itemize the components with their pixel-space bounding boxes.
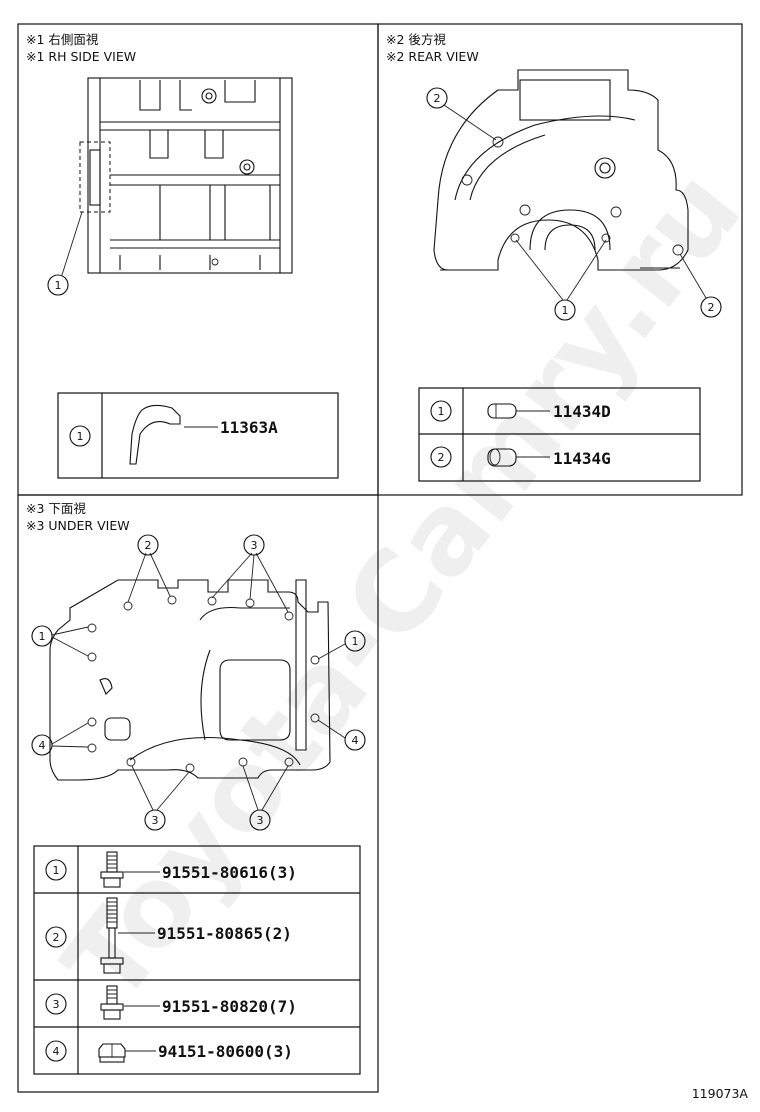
under-callout-3-bottom-right: 3 (242, 765, 289, 831)
under-oil-pan-drawing (49, 579, 331, 781)
svg-text:4: 4 (39, 739, 46, 752)
under-caption-jp: ※3 下面視 (26, 501, 86, 516)
rh-side-legend-table: 1 11363A (57, 392, 339, 479)
part-number: 91551-80616(3) (162, 863, 297, 882)
svg-text:4: 4 (53, 1045, 60, 1058)
rh-side-caption-jp: ※1 右側面視 (26, 32, 99, 47)
svg-text:3: 3 (257, 814, 264, 827)
svg-text:3: 3 (152, 814, 159, 827)
rh-side-engine-block-drawing (79, 77, 293, 274)
svg-text:2: 2 (53, 931, 60, 944)
part-number: 11434D (553, 402, 611, 421)
svg-text:3: 3 (251, 539, 258, 552)
part-number: 94151-80600(3) (158, 1042, 293, 1061)
under-callout-2-top: 2 (127, 534, 171, 603)
svg-text:2: 2 (438, 451, 445, 464)
svg-text:1: 1 (55, 279, 62, 292)
rh-side-view-panel: ※1 右側面視 ※1 RH SIDE VIEW 1 (26, 32, 339, 479)
bearing-cap-part-icon (129, 404, 181, 465)
rear-callout-2-right: 2 (679, 253, 722, 318)
svg-text:3: 3 (53, 998, 60, 1011)
under-callout-4-left: 4 (31, 722, 89, 756)
rear-engine-block-drawing (433, 69, 689, 271)
part-number: 11363A (220, 418, 278, 437)
svg-text:1: 1 (53, 864, 60, 877)
part-number: 91551-80820(7) (162, 997, 297, 1016)
under-legend-table: 1 91551-80616(3) 2 91551-80865(2) (33, 845, 361, 1075)
bolt-medium-icon (100, 985, 124, 1020)
legend-callout: 1 (77, 430, 84, 443)
rear-caption-jp: ※2 後方視 (386, 32, 446, 47)
knock-pin-long-icon (487, 448, 517, 467)
svg-text:4: 4 (352, 734, 359, 747)
rh-side-caption-en: ※1 RH SIDE VIEW (26, 49, 136, 64)
nut-icon (98, 1043, 126, 1063)
under-callout-4-right: 4 (317, 719, 366, 751)
rear-caption-en: ※2 REAR VIEW (386, 49, 479, 64)
rear-legend-table: 1 11434D 2 11434G (418, 387, 701, 482)
svg-text:2: 2 (145, 539, 152, 552)
svg-text:2: 2 (434, 92, 441, 105)
rear-callout-1: 1 (515, 239, 607, 321)
rear-callout-2-left: 2 (426, 87, 497, 141)
rh-side-callout-1: 1 (47, 211, 83, 296)
svg-text:2: 2 (708, 301, 715, 314)
panel-frames (17, 23, 743, 1093)
svg-text:1: 1 (438, 405, 445, 418)
svg-text:1: 1 (39, 630, 46, 643)
under-callout-1-left: 1 (31, 625, 89, 657)
under-callout-3-bottom-left: 3 (131, 765, 190, 831)
bolt-long-icon (100, 897, 124, 974)
under-caption-en: ※3 UNDER VIEW (26, 518, 130, 533)
part-number: 11434G (553, 449, 611, 468)
under-view-panel: ※3 下面視 ※3 UNDER VIEW (26, 501, 366, 1075)
under-callout-3-top: 3 (211, 534, 289, 613)
svg-text:1: 1 (562, 304, 569, 317)
svg-text:1: 1 (352, 635, 359, 648)
watermark: Toyota-Camry.ru (40, 147, 760, 1026)
drawing-id: 119073A (692, 1086, 749, 1101)
rear-view-panel: ※2 後方視 ※2 REAR VIEW 2 (386, 32, 722, 482)
bolt-short-icon (100, 851, 124, 888)
part-number: 91551-80865(2) (157, 924, 292, 943)
under-callout-1-right: 1 (317, 630, 366, 660)
